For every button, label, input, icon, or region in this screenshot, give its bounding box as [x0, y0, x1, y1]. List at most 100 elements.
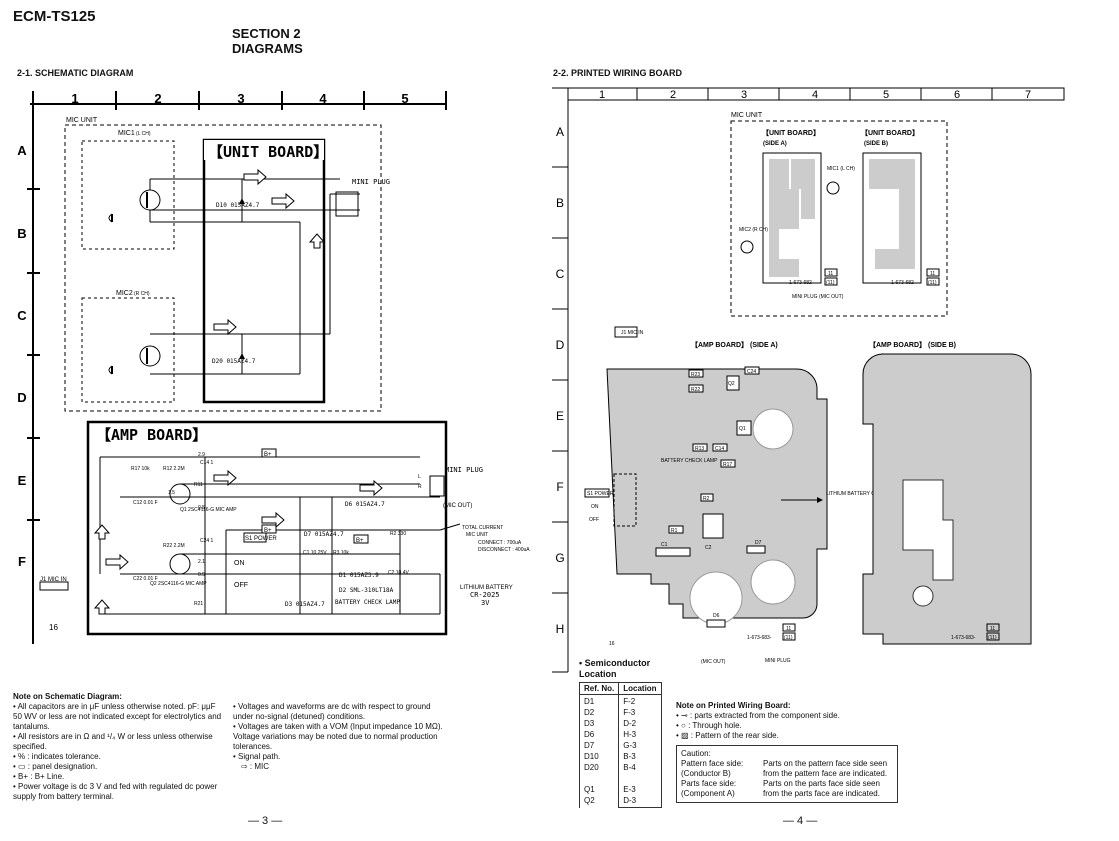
- pwb-mic-unit-box: [730, 120, 948, 317]
- loc-cell: E-3: [623, 785, 636, 794]
- pwb-mic2-label: MIC2 (R CH): [739, 227, 768, 233]
- table-header: Location: [618, 682, 662, 695]
- pwb-part-c14: C14: [715, 446, 724, 452]
- page-number-right: — 4 —: [783, 815, 818, 827]
- pwb-off: OFF: [589, 517, 599, 523]
- sig-l: L: [418, 474, 421, 480]
- ref-cell: D7: [584, 741, 595, 751]
- pwb-col-5: 5: [883, 89, 889, 101]
- ref-cell: D10: [584, 752, 599, 762]
- volt-1: 2.9: [198, 452, 205, 458]
- mini-plug-label-top: MINI PLUG: [352, 178, 390, 186]
- pwb-part-c1: C1: [661, 542, 668, 548]
- pwb-mini-plug: MINI PLUG: [765, 658, 791, 664]
- q2-label: Q2 2SC4116-G MIC AMP: [150, 581, 207, 587]
- b-plus-tag-3: B+: [356, 538, 364, 544]
- pwb-unit-b-side: (SIDE B): [864, 141, 888, 147]
- pwb-row-e: E: [556, 409, 564, 423]
- caution-term: Parts face side: (Component A): [681, 779, 737, 798]
- amp-side-b-label: 【AMP BOARD】 (SIDE B): [869, 341, 956, 349]
- caution-title: Caution:: [681, 749, 711, 758]
- unit-rev-b: 11: [930, 271, 935, 277]
- table-row: D1 D2 D3 D6 D7 D10 D20 Q1 Q2 F-2 F-3 D-2…: [578, 694, 662, 808]
- sch-row-c: C: [17, 308, 27, 323]
- pwb-unit-a-side: (SIDE A): [763, 141, 787, 147]
- caution-desc: Parts on the parts face side seen from t…: [763, 779, 880, 798]
- battery-check-label: BATTERY CHECK LAMP: [335, 599, 400, 606]
- sch-col-5: 5: [401, 91, 408, 106]
- volt-2: 1.5: [168, 490, 175, 496]
- pwb-unit-b-label: 【UNIT BOARD】: [861, 129, 919, 137]
- mic2-fet-symbol: [139, 345, 161, 367]
- semiconductor-title: • Semiconductor Location: [579, 658, 651, 679]
- c1-label: C1 10 25V: [303, 550, 327, 556]
- schematic-diagram: 1 2 3 4 5 A B C D E F MIC UNIT MIC1 (L C…: [17, 91, 530, 644]
- pwb-part-d6: D6: [713, 613, 720, 619]
- amp-part-a: 1-673-683-: [747, 635, 772, 641]
- note-item: • ⊸ : parts extracted from the component…: [676, 711, 840, 720]
- mic1-ch: (L CH): [136, 131, 151, 137]
- mic2-box: [81, 297, 175, 403]
- pwb-mic-out: (MIC OUT): [701, 659, 726, 665]
- r2-label: R2 330: [390, 531, 406, 537]
- amp-part-b: 1-673-683-: [951, 635, 976, 641]
- sch-row-e: E: [18, 473, 27, 488]
- note-item: • % : indicates tolerance.: [13, 752, 101, 761]
- amp-rev-a: 11: [786, 626, 791, 632]
- pwb-row-c: C: [556, 267, 565, 281]
- schematic-notes-title: Note on Schematic Diagram:: [13, 692, 122, 701]
- page-number-left: — 3 —: [248, 815, 283, 827]
- sch-col-2: 2: [154, 91, 161, 106]
- unit-board-label: 【UNIT BOARD】: [208, 143, 328, 161]
- b-plus-tag-1: B+: [264, 452, 272, 458]
- loc-cell: F-2: [623, 697, 636, 706]
- unit-wires: [150, 178, 360, 375]
- loc-cell: H-3: [623, 730, 637, 739]
- sch-page-num: 16: [49, 623, 58, 632]
- pwb-row-d: D: [556, 338, 565, 352]
- mic-unit-box: [64, 124, 382, 412]
- unit-rev-a2: (11): [826, 280, 835, 286]
- note-item: • All capacitors are in μF unless otherw…: [13, 702, 222, 731]
- amp-wires: [99, 456, 440, 615]
- r12-label: R12 2.2M: [163, 466, 185, 472]
- loc-cell: F-3: [623, 708, 636, 717]
- note-item: • All resistors are in Ω and ¹/₄ W or le…: [13, 732, 213, 751]
- volt-4: 2.1: [198, 559, 205, 565]
- c22-label: C22 0.01 F: [133, 576, 158, 582]
- pwb-notes: Note on Printed Wiring Board: • ⊸ : part…: [676, 701, 896, 741]
- pwb-part-q1: Q1: [739, 426, 746, 432]
- unit-part-b: 1-673-682-: [891, 280, 916, 286]
- r11-label: R11: [194, 482, 203, 488]
- sch-col-4: 4: [319, 91, 327, 106]
- pwb-lithium: LITHIUM BATTERY CR-2025 3V: [826, 491, 899, 497]
- amp-rev-b: 11: [990, 626, 995, 632]
- amp-board-label: 【AMP BOARD】: [96, 426, 207, 444]
- semiconductor-table: Ref. No. Location D1 D2 D3 D6 D7 D10 D20…: [578, 682, 662, 808]
- mic-out-label: (MIC OUT): [443, 503, 472, 509]
- note-item: • B+ : B+ Line.: [13, 772, 65, 781]
- amp-board-side-b: [862, 353, 1032, 645]
- sch-col-3: 3: [237, 91, 244, 106]
- pwb-battery-check: BATTERY CHECK LAMP: [661, 458, 718, 464]
- lithium-label: LITHIUM BATTERY: [460, 585, 513, 591]
- note-item: ⇨ : MIC: [241, 762, 270, 771]
- on-label: ON: [234, 560, 245, 567]
- r3-label: R3 10k: [333, 550, 349, 556]
- pwb-part-r13: R13: [695, 446, 704, 452]
- s1-label: S1 POWER: [245, 536, 277, 542]
- pwb-col-2: 2: [670, 89, 676, 101]
- total-current-unit: MIC UNIT: [466, 532, 488, 538]
- sig-r: R: [418, 484, 422, 490]
- total-current-label: TOTAL CURRENT: [462, 525, 503, 531]
- r17-label: R17 10k: [131, 466, 150, 472]
- sch-row-b: B: [17, 226, 26, 241]
- unit-rev-a: 11: [828, 271, 833, 277]
- amp-rev-b2: (11): [988, 635, 997, 641]
- loc-cell: D-3: [623, 796, 637, 805]
- unit-mini-plug: MINI PLUG (MIC OUT): [792, 294, 844, 300]
- d1-label: D1 015AZ3.9: [339, 572, 379, 579]
- loc-cell: G-3: [623, 741, 637, 750]
- section-heading: SECTION 2 DIAGRAMS: [232, 26, 303, 56]
- ref-cell: D2: [584, 708, 595, 718]
